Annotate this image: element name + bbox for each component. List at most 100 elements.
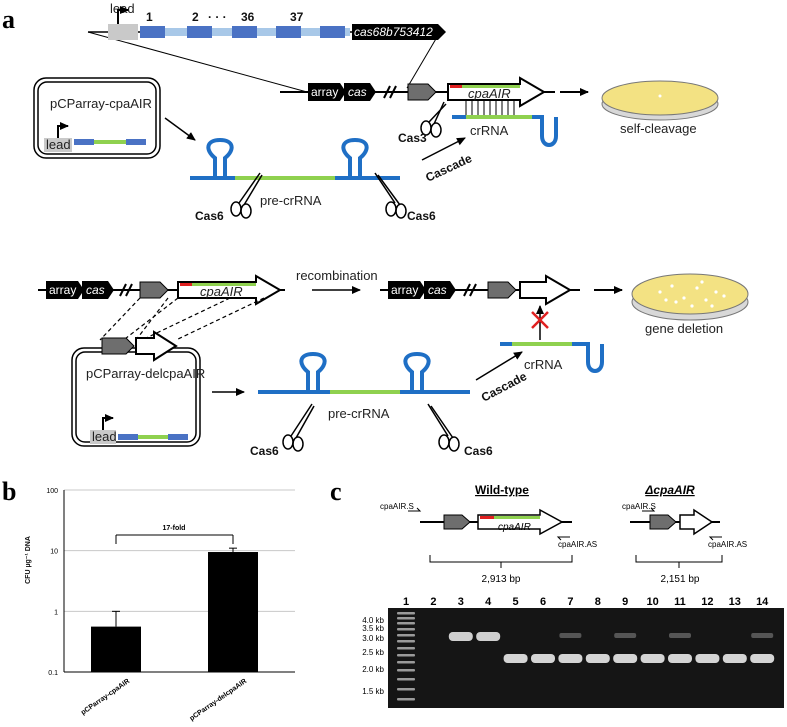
scissors-icon	[427, 403, 460, 452]
scissors-icon	[230, 172, 263, 219]
faint-wt-band	[614, 633, 637, 638]
spacer-number: 37	[290, 10, 304, 24]
precrrna-label: pre-crRNA	[260, 193, 322, 208]
deletion-title: ΔcpaAIR	[644, 483, 695, 497]
cas6-label: Cas6	[195, 209, 224, 223]
ladder-labels: 4.0 kb3.5 kb3.0 kb2.5 kb2.0 kb1.5 kb	[362, 616, 384, 696]
cas-gene-label: cas68b753412	[354, 25, 433, 39]
del-size: 2,151 bp	[661, 574, 700, 585]
ladder-band	[397, 678, 415, 681]
lane-number: 1	[403, 596, 409, 608]
ladder-band	[397, 640, 415, 643]
deletion-band	[750, 654, 775, 663]
deletion-band	[722, 654, 747, 663]
gene-deletion-label: gene deletion	[645, 321, 723, 336]
ladder-band	[397, 688, 415, 691]
lane-number: 5	[513, 596, 519, 608]
deletion-band	[531, 654, 555, 663]
ladder-label: 4.0 kb	[362, 616, 384, 625]
scissors-icon	[420, 101, 447, 138]
cas-label: cas	[428, 283, 447, 297]
deletion-band	[558, 654, 583, 663]
faint-wt-band	[559, 633, 582, 638]
panel-c-letter: c	[330, 477, 342, 506]
petri-dish-icon	[631, 273, 749, 321]
precrrna-2: pre-crRNA	[258, 351, 470, 421]
cas6-label: Cas6	[464, 444, 493, 458]
ladder-band	[397, 647, 415, 650]
wt-size: 2,913 bp	[482, 574, 521, 585]
ladder-label: 2.5 kb	[362, 648, 384, 657]
precrrna-label: pre-crRNA	[328, 406, 390, 421]
cas-gene-arrow	[352, 24, 446, 40]
y-tick-label: 1	[54, 609, 58, 616]
lane-number: 10	[646, 596, 658, 608]
wt-band	[448, 632, 473, 641]
plasmid-1: pCParray-cpaAIR lead	[33, 77, 161, 159]
deletion-band	[613, 654, 638, 663]
ladder-band	[397, 654, 415, 657]
crispr-array-zoom: lead 1 2 · · · 36 37 cas68b753412	[87, 1, 446, 93]
deletion-band	[695, 654, 720, 663]
spacer-number: 1	[146, 10, 153, 24]
cascade-arrow	[475, 351, 523, 381]
leader-label: lead	[46, 137, 71, 152]
lane-number: 8	[595, 596, 601, 608]
lane-number: 7	[567, 596, 573, 608]
bars	[91, 547, 258, 672]
array-label: array	[311, 85, 338, 99]
deletion-band	[585, 654, 610, 663]
ladder-band	[397, 634, 415, 637]
array-label: array	[49, 283, 76, 297]
y-axis-label: CFU µg⁻¹ DNA	[25, 536, 32, 584]
cas6-label: Cas6	[250, 444, 279, 458]
scissors-icon	[282, 403, 315, 452]
lane-number: 6	[540, 596, 546, 608]
leader-box	[108, 24, 138, 40]
ladder-band	[397, 622, 415, 625]
promoter-arrow-icon	[117, 6, 129, 24]
faint-wt-band	[751, 633, 774, 638]
cas-label: cas	[348, 85, 367, 99]
ladder-label: 3.0 kb	[362, 634, 384, 643]
lane-number: 12	[701, 596, 713, 608]
leader-label: lead	[92, 429, 117, 444]
deletion-locus: cpaAIR.S cpaAIR.AS 2,151 bp	[622, 502, 747, 585]
ladder-label: 3.5 kb	[362, 624, 384, 633]
fold-bracket	[115, 534, 234, 544]
lane-number: 2	[430, 596, 436, 608]
scissors-icon	[374, 172, 407, 219]
y-tick-label: 10	[50, 549, 58, 556]
panel-a-letter: a	[2, 5, 15, 34]
cas3-label: Cas3	[398, 131, 427, 145]
cpaAIR-label: cpaAIR	[498, 522, 531, 533]
genome-row-1: array cas cpaAIR	[280, 76, 555, 108]
promoter-arrow-icon	[102, 414, 114, 430]
reverse-primer-label: cpaAIR.AS	[558, 540, 597, 549]
genome-row-2: array cas cpaAIR	[38, 274, 285, 306]
self-cleavage-label: self-cleavage	[620, 121, 697, 136]
ladder-band	[397, 617, 415, 620]
cas-gene	[344, 83, 376, 101]
lane-number: 4	[485, 596, 492, 608]
lane-number: 11	[674, 596, 686, 608]
cas-label: cas	[86, 283, 105, 297]
spacer-ellipsis: · · ·	[208, 10, 227, 24]
promoter-arrow-icon	[57, 122, 69, 138]
faint-wt-band	[669, 633, 691, 638]
panel-b-letter: b	[2, 477, 16, 506]
arrow-to-precrrna	[164, 117, 196, 141]
reverse-primer-label: cpaAIR.AS	[708, 540, 747, 549]
wildtype-title: Wild-type	[475, 483, 529, 497]
ladder-band	[397, 628, 415, 631]
deletion-band	[640, 654, 665, 663]
cas6-label: Cas6	[407, 209, 436, 223]
lane-number: 13	[729, 596, 741, 608]
plasmid-2-name: pCParray-delcpaAIR	[86, 366, 205, 381]
cpaAIR-label: cpaAIR	[468, 86, 511, 101]
bar	[208, 552, 258, 672]
